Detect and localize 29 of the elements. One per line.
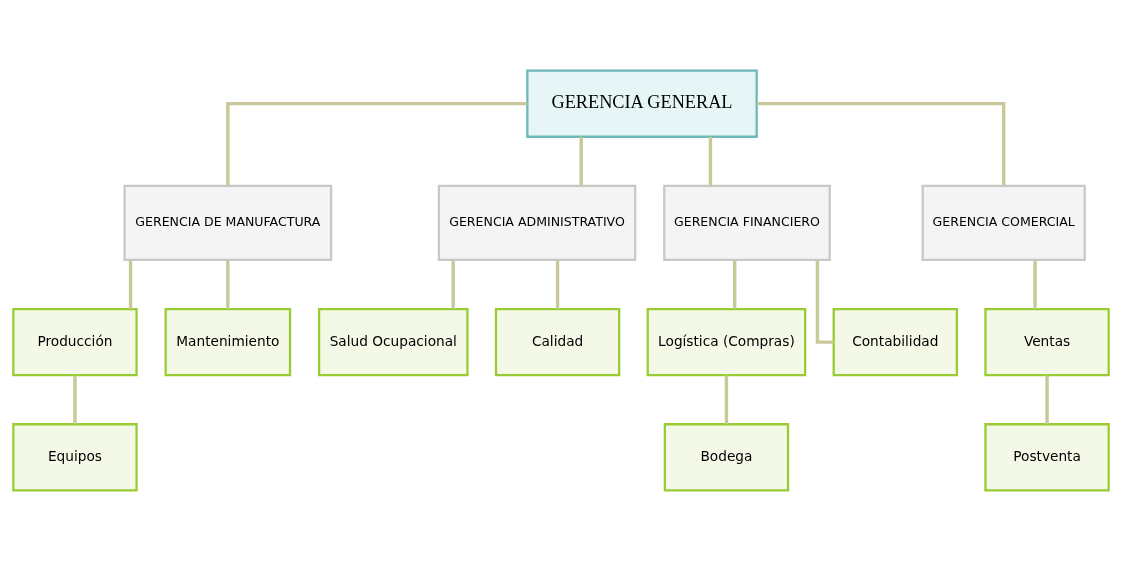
node-box: GERENCIA ADMINISTRATIVO — [437, 184, 637, 262]
connector — [708, 136, 713, 186]
connector — [815, 260, 834, 344]
connector — [226, 260, 230, 309]
node-box: Postventa — [984, 423, 1110, 492]
node-box: Contabilidad — [832, 307, 959, 377]
node-box: Logística (Compras) — [646, 307, 807, 377]
node-box: Mantenimiento — [164, 307, 292, 377]
node-box: Ventas — [984, 307, 1110, 377]
connector — [73, 375, 77, 425]
connector — [555, 260, 560, 309]
connector — [128, 260, 133, 309]
node-box: GERENCIA COMERCIAL — [921, 184, 1086, 262]
node-box: Producción — [12, 307, 138, 377]
connector — [756, 101, 1006, 186]
node-box: Salud Ocupacional — [318, 307, 469, 377]
node-box: Calidad — [494, 307, 621, 377]
node-box: GERENCIA GENERAL — [526, 69, 758, 138]
connector — [724, 375, 729, 425]
connector — [1045, 375, 1049, 425]
node-box: Bodega — [663, 423, 790, 492]
connector — [451, 260, 455, 309]
connector — [1033, 260, 1037, 309]
connector — [226, 101, 528, 186]
node-box: GERENCIA FINANCIERO — [663, 184, 831, 262]
node-box: GERENCIA DE MANUFACTURA — [123, 184, 333, 262]
node-box: Equipos — [12, 423, 138, 492]
connector — [579, 136, 583, 186]
connector — [733, 260, 737, 309]
